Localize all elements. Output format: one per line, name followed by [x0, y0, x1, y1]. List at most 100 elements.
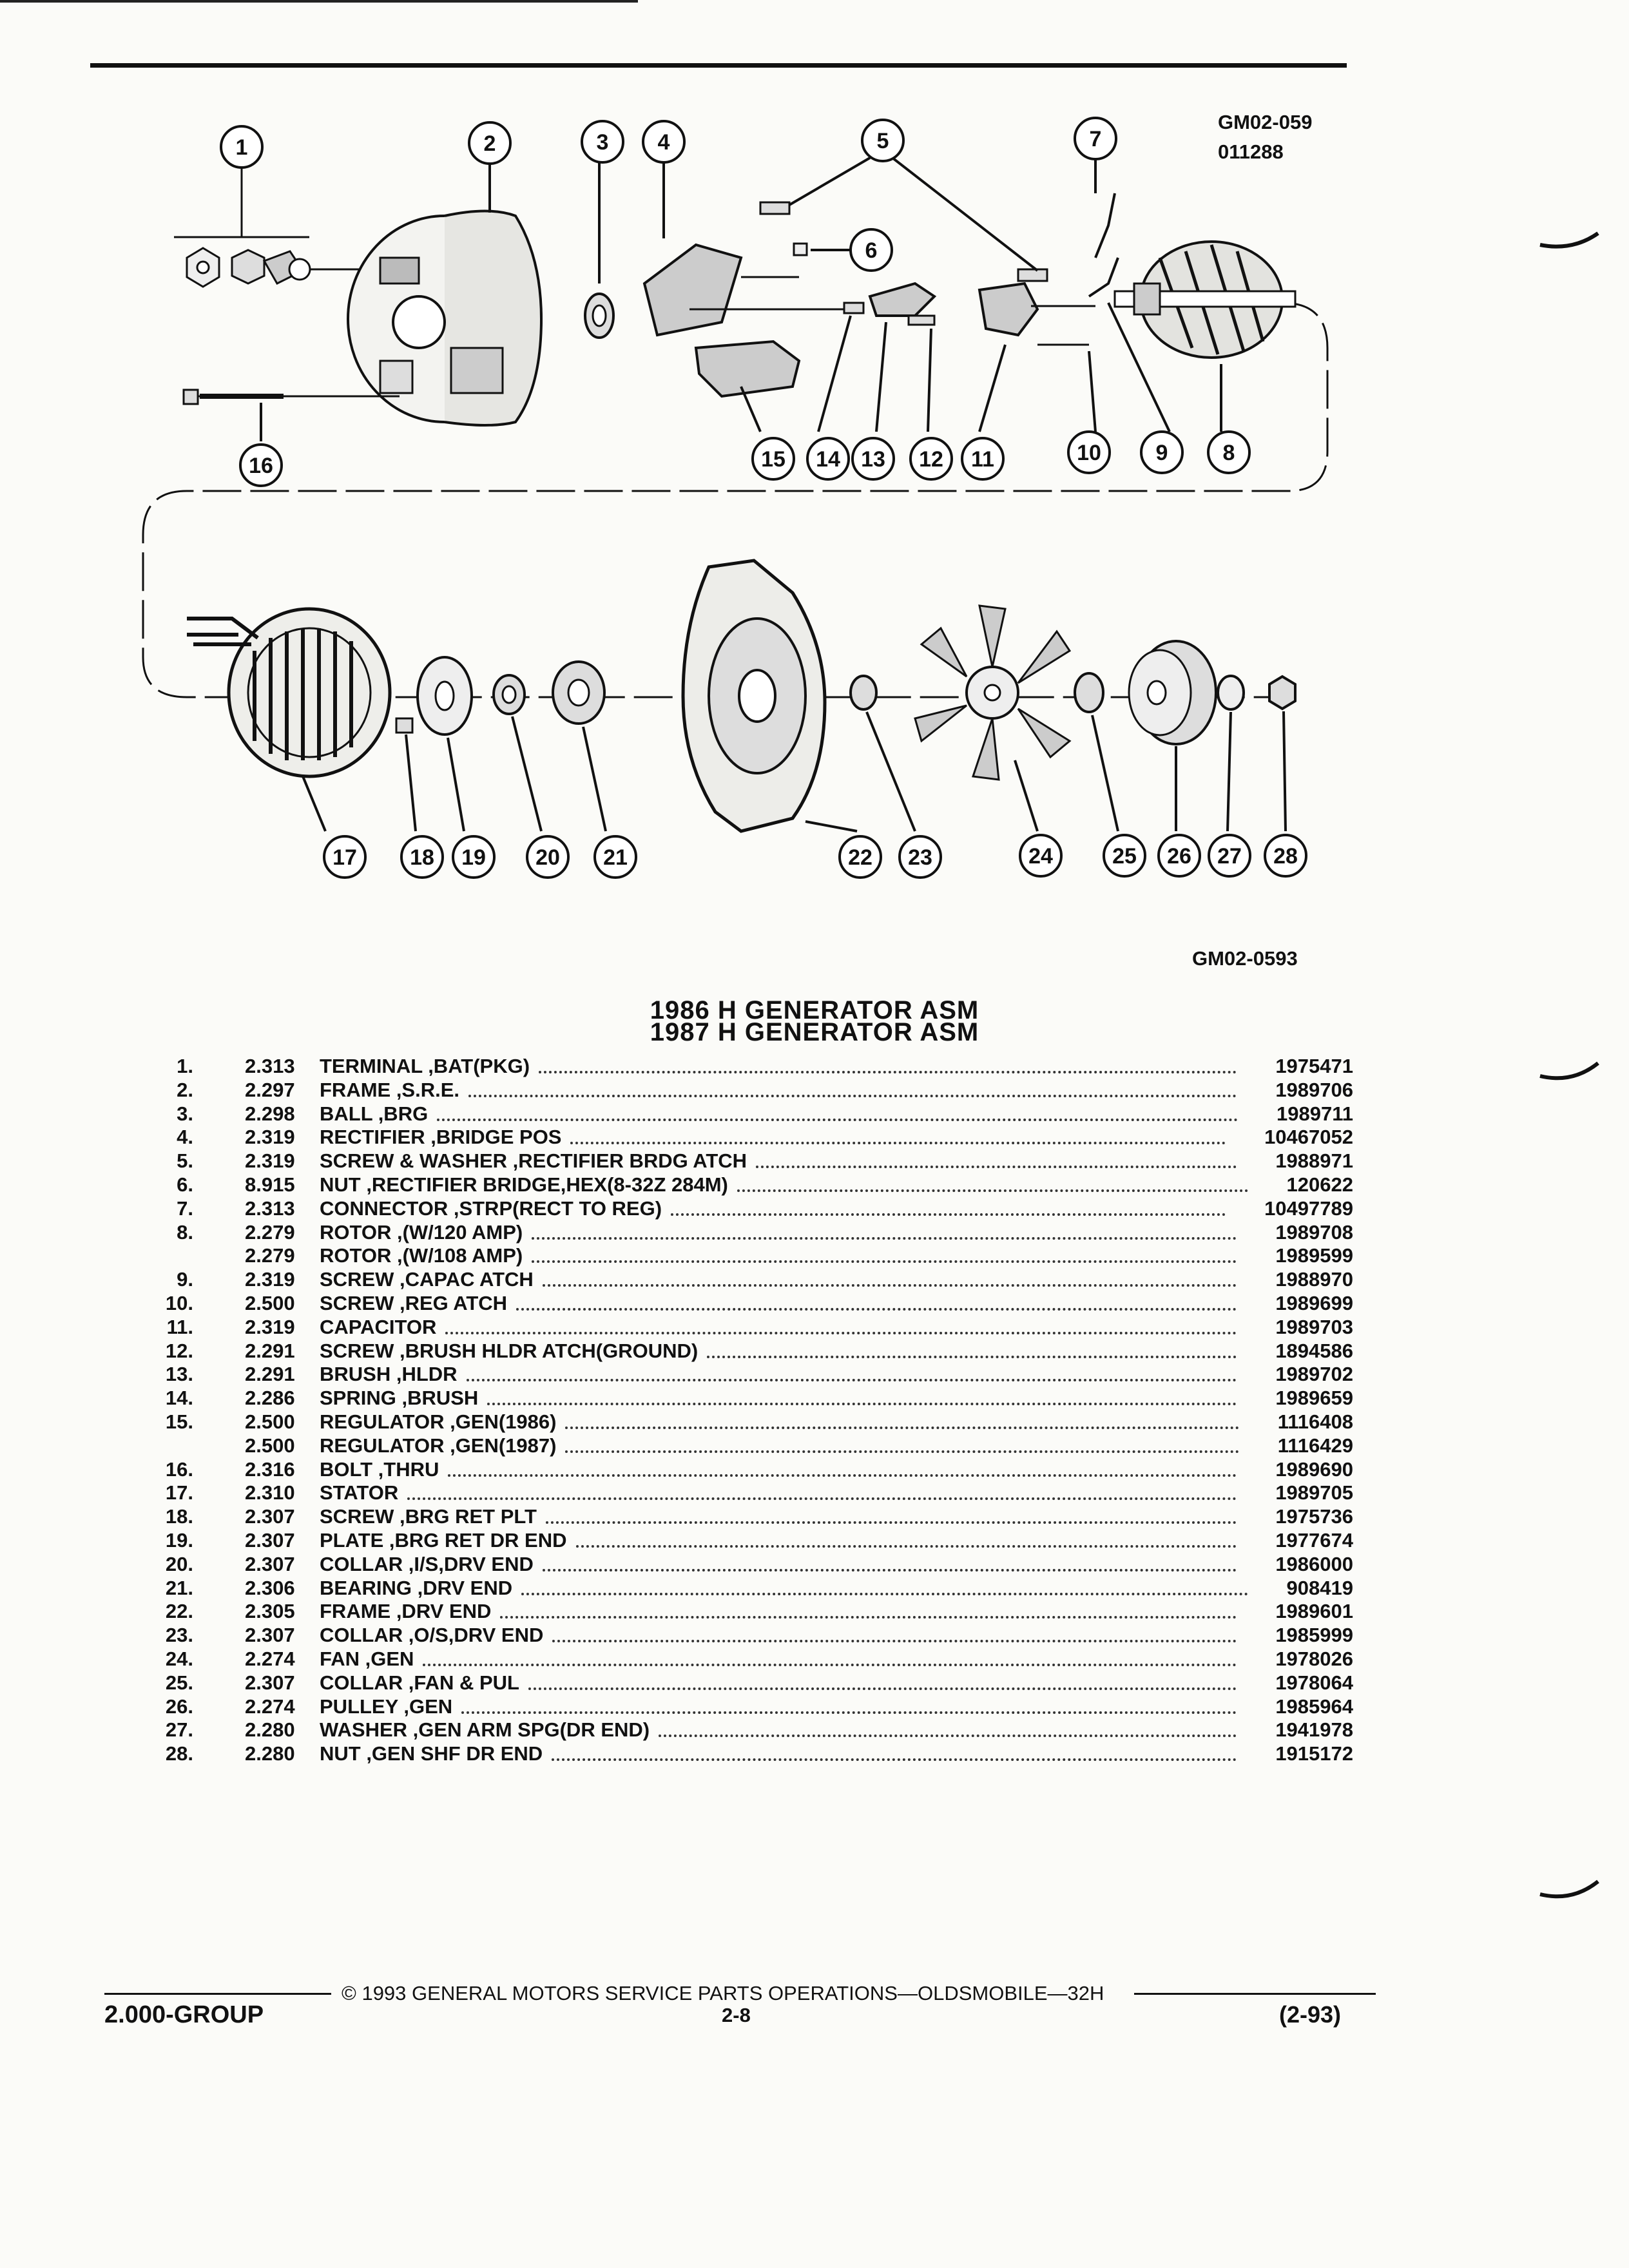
diagram-code-top-sub: 011288: [1218, 140, 1284, 163]
leader-dots: [448, 1474, 1237, 1477]
svg-text:11: 11: [971, 447, 994, 472]
group-number: 2.306: [245, 1576, 295, 1599]
part-number: 1989708: [1275, 1220, 1353, 1244]
terminal-part: [174, 168, 412, 288]
part-description: NUT ,GEN SHF DR END: [320, 1742, 543, 1765]
svg-text:15: 15: [761, 447, 786, 472]
svg-text:5: 5: [877, 129, 889, 153]
part-number: 1989599: [1275, 1244, 1353, 1267]
part-number: 1116408: [1277, 1410, 1353, 1433]
part-number: 1989703: [1275, 1315, 1353, 1338]
part-number: 1116429: [1277, 1434, 1353, 1457]
part-number: 120622: [1286, 1173, 1353, 1196]
part-description: PLATE ,BRG RET DR END: [320, 1528, 567, 1552]
leader-dots: [737, 1189, 1248, 1192]
svg-text:28: 28: [1273, 844, 1298, 869]
outer-collar-part: [849, 675, 878, 711]
group-number: 2.297: [245, 1078, 295, 1101]
part-number: 1989706: [1275, 1078, 1353, 1101]
svg-text:23: 23: [908, 845, 932, 870]
svg-text:9: 9: [1156, 441, 1168, 465]
group-number: 2.313: [245, 1196, 295, 1220]
callout-5: 5: [861, 119, 905, 162]
leader-dots: [407, 1497, 1237, 1501]
part-number: 1894586: [1275, 1339, 1353, 1362]
leader-dots: [671, 1213, 1226, 1216]
callout-13: 13: [851, 437, 895, 481]
svg-text:10: 10: [1077, 441, 1101, 465]
part-description: BRUSH ,HLDR: [320, 1363, 458, 1386]
callout-4: 4: [642, 120, 686, 164]
leader-dots: [532, 1236, 1237, 1240]
leader-lines: [260, 157, 1287, 832]
leader-dots: [445, 1331, 1237, 1334]
leader-dots: [532, 1260, 1237, 1264]
drive-end-frame-part: [681, 559, 827, 833]
leader-dots: [521, 1592, 1248, 1595]
leader-dots: [659, 1735, 1237, 1738]
part-number: 1989699: [1275, 1291, 1353, 1314]
callout-1: 1: [220, 125, 264, 169]
item-number: 18.: [165, 1505, 193, 1528]
group-number: 2.500: [245, 1434, 295, 1457]
assembly-title-1987: 1987 H GENERATOR ASM: [650, 1018, 979, 1046]
item-number: 26.: [165, 1695, 193, 1718]
connector-dashed-path: [142, 302, 1329, 698]
group-number: 2.307: [245, 1528, 295, 1552]
leader-dots: [552, 1640, 1237, 1643]
callout-22: 22: [838, 835, 882, 879]
diagram-code-bottom: GM02-0593: [1192, 947, 1298, 970]
part-number: 1985999: [1275, 1624, 1353, 1647]
svg-text:24: 24: [1028, 844, 1053, 869]
part-description: SPRING ,BRUSH: [320, 1387, 479, 1410]
part-description: BOLT ,THRU: [320, 1457, 439, 1481]
footer-rule-left: [104, 1993, 331, 1995]
revision-date: (2-93): [1279, 2001, 1342, 2028]
washer-nut-part: [1217, 675, 1296, 711]
callout-17: 17: [323, 835, 367, 879]
callout-10: 10: [1067, 430, 1111, 474]
part-description: SCREW & WASHER ,RECTIFIER BRDG ATCH: [320, 1149, 747, 1173]
part-number: 1989659: [1275, 1387, 1353, 1410]
leader-dots: [539, 1071, 1237, 1073]
part-number: 1915172: [1275, 1742, 1353, 1765]
leader-dots: [543, 1568, 1237, 1571]
margin-marks: [1539, 231, 1599, 1899]
item-number: 27.: [165, 1718, 193, 1742]
group-number: 2.280: [245, 1742, 295, 1765]
part-description: COLLAR ,O/S,DRV END: [320, 1624, 544, 1647]
item-number: 10.: [165, 1291, 193, 1314]
part-number: 1988970: [1275, 1268, 1353, 1291]
callout-14: 14: [806, 437, 850, 481]
part-number: 1989601: [1275, 1600, 1353, 1623]
leader-dots: [570, 1142, 1226, 1145]
group-number: 2.313: [245, 1055, 295, 1077]
part-number: 1989705: [1275, 1481, 1353, 1504]
item-number: 14.: [165, 1387, 193, 1410]
callout-27: 27: [1208, 834, 1251, 878]
item-number: 16.: [165, 1457, 193, 1481]
fan-collar-part: [1074, 672, 1104, 713]
svg-text:22: 22: [848, 845, 872, 870]
page-number: 2-8: [722, 2004, 751, 2026]
svg-text:20: 20: [535, 845, 560, 870]
item-number: 11.: [166, 1315, 193, 1338]
thru-bolt-part: [182, 389, 400, 405]
part-number: 1989711: [1277, 1102, 1353, 1125]
group-number: 2.298: [245, 1102, 295, 1125]
svg-text:2: 2: [484, 131, 496, 156]
leader-dots: [543, 1284, 1237, 1287]
part-description: RECTIFIER ,BRIDGE POS: [320, 1126, 562, 1149]
part-description: COLLAR ,FAN & PUL: [320, 1671, 519, 1694]
part-description: BEARING ,DRV END: [320, 1576, 513, 1599]
part-number: 10467052: [1264, 1126, 1353, 1149]
